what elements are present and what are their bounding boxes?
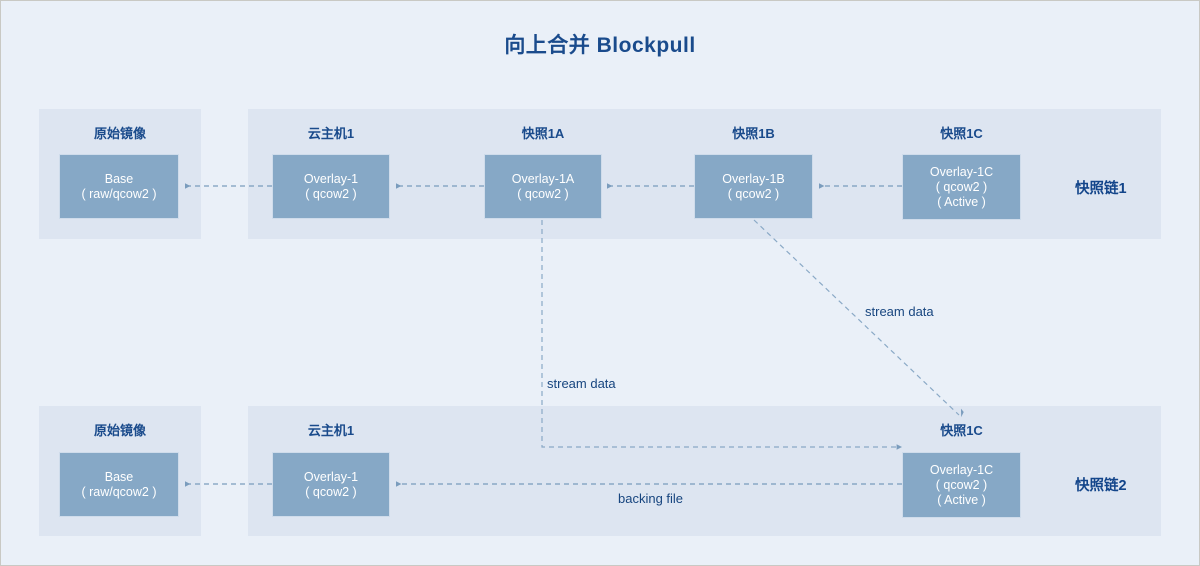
node-label-bottom-origin: 原始镜像 xyxy=(93,423,146,438)
node-box-base-bottom: Base ( raw/qcow2 ) xyxy=(59,452,179,517)
node-line: ( raw/qcow2 ) xyxy=(81,186,157,201)
chain-label-2: 快照链2 xyxy=(1075,478,1127,494)
node-line: ( Active ) xyxy=(937,194,986,209)
node-box-overlay-1c-top: Overlay-1C ( qcow2 ) ( Active ) xyxy=(902,154,1021,220)
node-label-snapshot-1b: 快照1B xyxy=(732,126,775,141)
node-line: Base xyxy=(104,469,134,484)
edge-label-stream-data-diagonal: stream data xyxy=(865,304,934,319)
node-line: Overlay-1C xyxy=(929,462,994,477)
node-line: Overlay-1A xyxy=(511,171,575,186)
node-line: ( raw/qcow2 ) xyxy=(81,484,157,499)
node-label-bottom-overlay1: 云主机1 xyxy=(307,423,355,438)
node-line: Overlay-1C xyxy=(929,164,994,179)
node-line: Overlay-1 xyxy=(303,171,359,186)
chain-label-1: 快照链1 xyxy=(1075,181,1127,197)
node-label-top-overlay1: 云主机1 xyxy=(307,126,355,141)
node-line: ( qcow2 ) xyxy=(305,186,357,201)
edge-label-stream-data-vertical: stream data xyxy=(547,376,616,391)
node-line: ( qcow2 ) xyxy=(935,179,988,194)
node-line: ( qcow2 ) xyxy=(517,186,569,201)
node-box-overlay-1c-bottom: Overlay-1C ( qcow2 ) ( Active ) xyxy=(902,452,1021,518)
node-label-snapshot-1c-bottom: 快照1C xyxy=(940,423,983,438)
node-box-overlay-1-top: Overlay-1 ( qcow2 ) xyxy=(272,154,390,219)
node-line: Base xyxy=(104,171,134,186)
node-line: ( qcow2 ) xyxy=(727,186,780,201)
node-label-snapshot-1c-top: 快照1C xyxy=(940,126,983,141)
node-box-base-top: Base ( raw/qcow2 ) xyxy=(59,154,179,219)
node-label-top-origin: 原始镜像 xyxy=(93,126,146,141)
node-line: ( Active ) xyxy=(937,492,986,507)
node-box-overlay-1a: Overlay-1A ( qcow2 ) xyxy=(484,154,602,219)
node-line: ( qcow2 ) xyxy=(305,484,357,499)
page-title: 向上合并 Blockpull xyxy=(504,34,696,57)
node-box-overlay-1-bottom: Overlay-1 ( qcow2 ) xyxy=(272,452,390,517)
node-line: ( qcow2 ) xyxy=(935,477,988,492)
node-line: Overlay-1 xyxy=(303,469,359,484)
node-box-overlay-1b: Overlay-1B ( qcow2 ) xyxy=(694,154,813,219)
node-label-snapshot-1a: 快照1A xyxy=(521,126,565,141)
edge-label-backing-file: backing file xyxy=(618,491,684,506)
node-line: Overlay-1B xyxy=(722,171,785,186)
